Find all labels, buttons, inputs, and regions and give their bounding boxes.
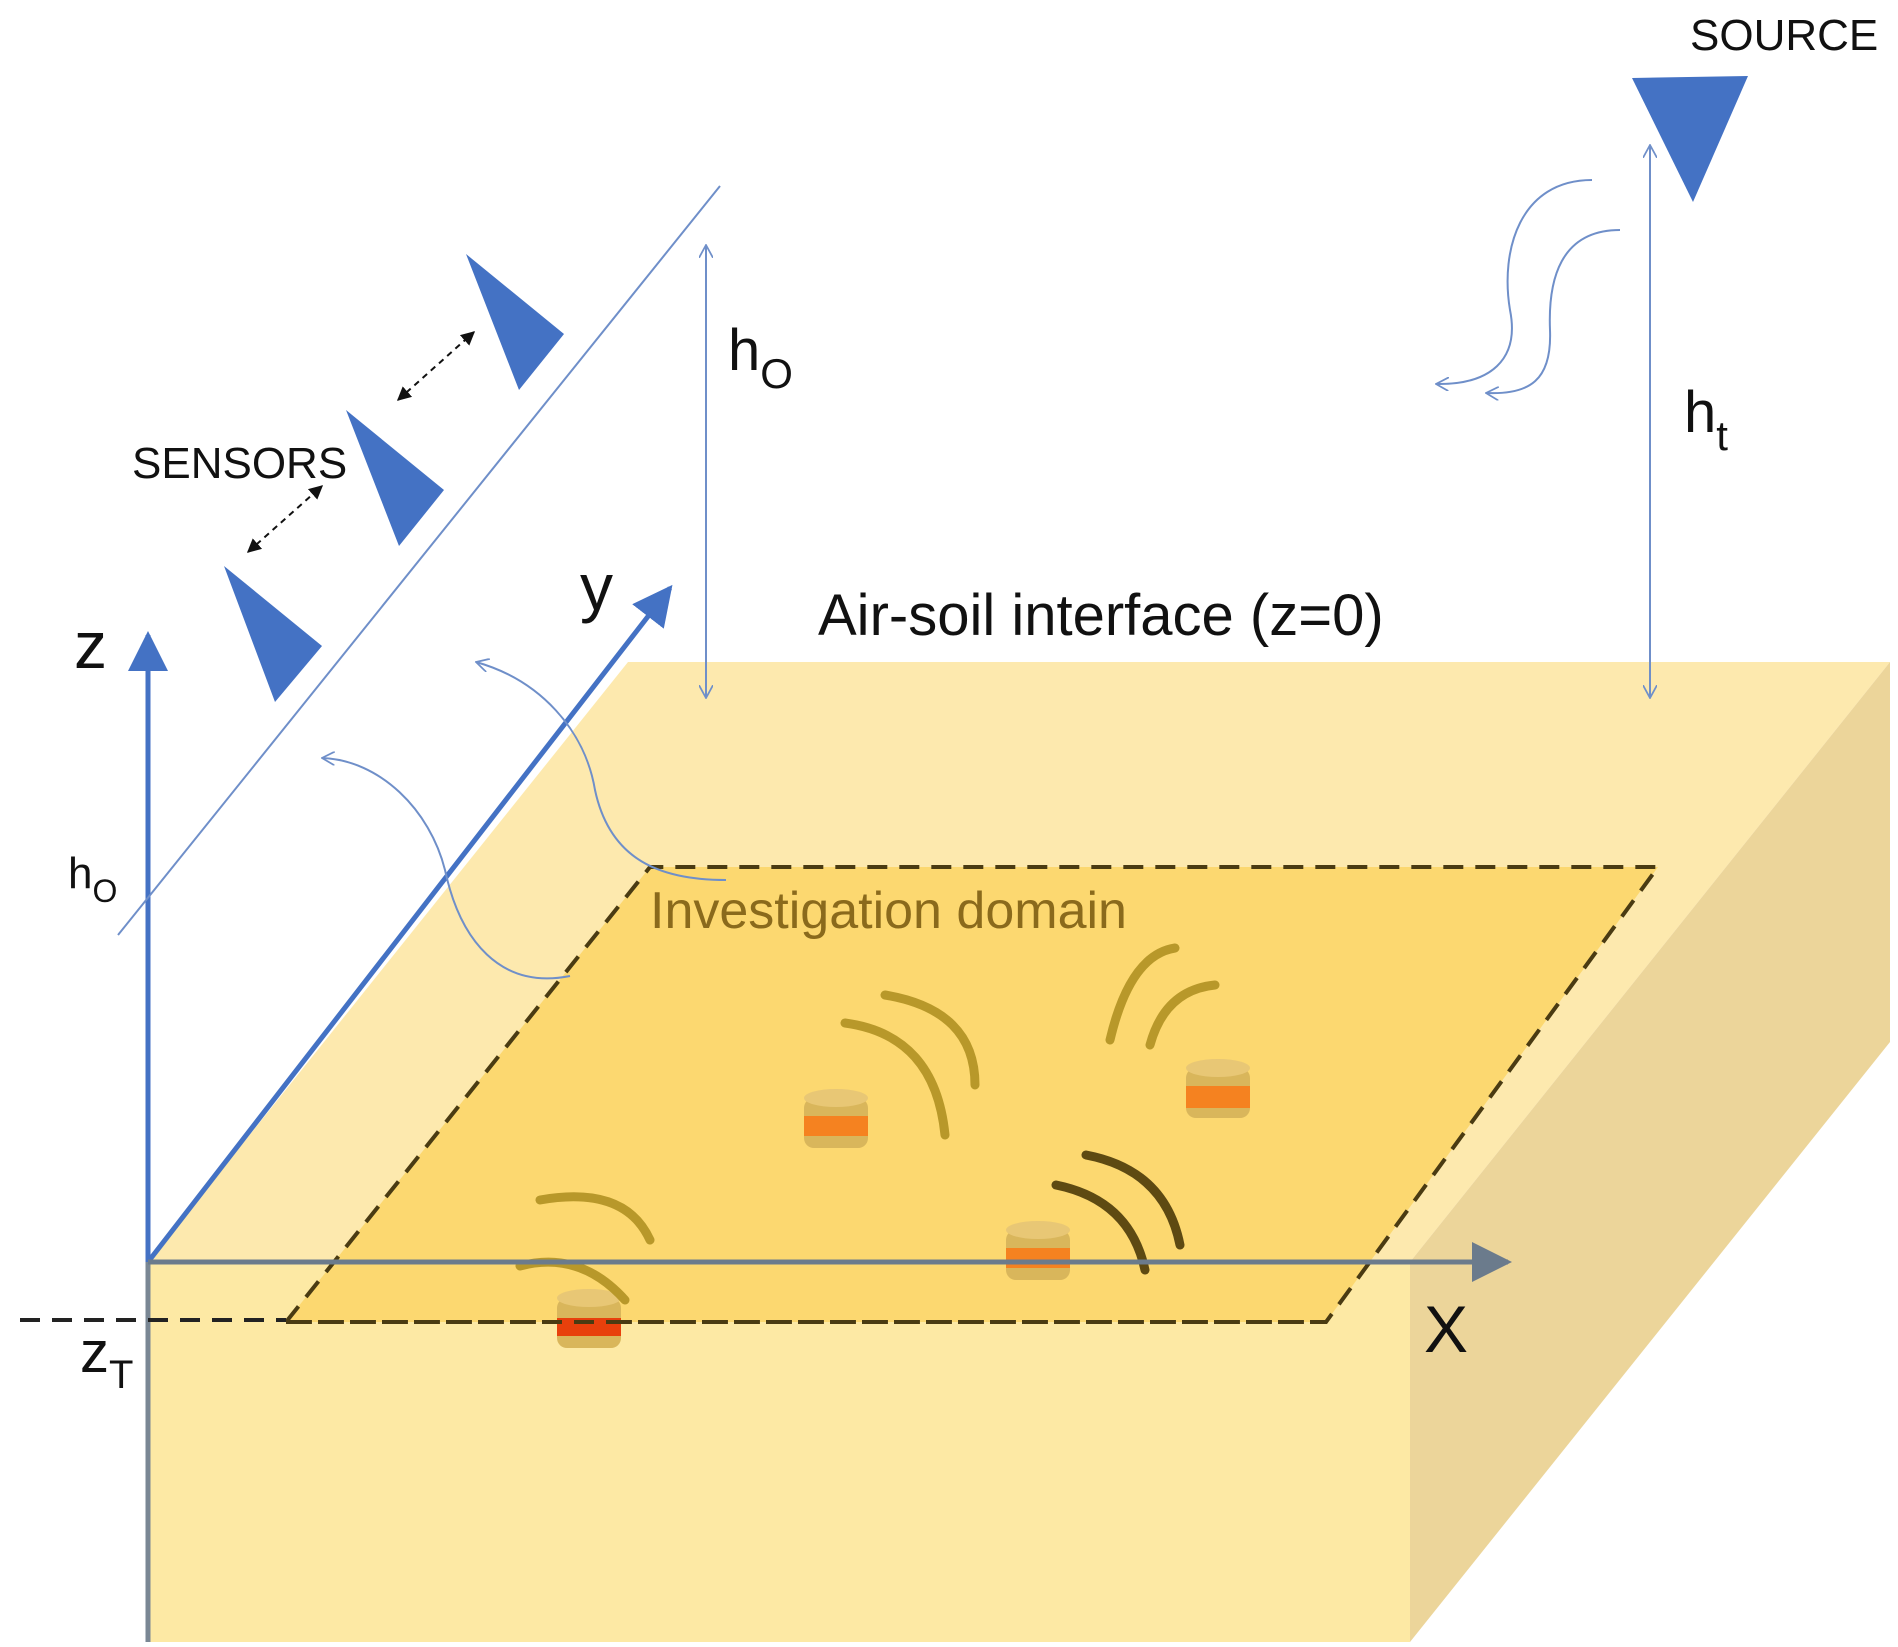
- h-t-label: ht: [1684, 380, 1728, 459]
- h-o-left-label: hO: [68, 849, 117, 909]
- coordinate-axes: [20, 584, 1512, 1642]
- scattered-wave-curve: [322, 758, 571, 980]
- target-left: [557, 1289, 621, 1348]
- spacing-arrow-icon: [246, 485, 324, 553]
- waves-center-target: [840, 990, 980, 1140]
- sensor-spacing: [246, 331, 476, 553]
- sensor-antennas: [224, 254, 564, 702]
- labels: SOURCE SENSORS hO ht Air-soil interface …: [68, 11, 1878, 1397]
- sensor-antenna-icon: [346, 410, 444, 546]
- waves-right-target: [1105, 943, 1220, 1050]
- target-center: [804, 1089, 868, 1148]
- target-right: [1186, 1059, 1250, 1118]
- incident-wave-curve: [1436, 179, 1593, 384]
- z-t-label: zT: [80, 1320, 133, 1397]
- sensor-antenna-icon: [466, 254, 564, 390]
- target-bottom-right: [1006, 1221, 1070, 1280]
- soil-side-face: [1410, 662, 1890, 1642]
- sensor-rail: [117, 185, 721, 936]
- y-axis-label: y: [580, 550, 613, 624]
- scattered-waves: [515, 943, 1220, 1305]
- waves-bottom-right-target: [1051, 1150, 1185, 1275]
- domain-label: Investigation domain: [650, 882, 1127, 940]
- x-axis-label: X: [1424, 1292, 1468, 1366]
- domain-border: [281, 865, 1662, 1324]
- sensor-antenna-icon: [224, 566, 322, 702]
- sensors-label: SENSORS: [132, 439, 347, 488]
- z-axis-label: z: [74, 608, 107, 682]
- source-label: SOURCE: [1690, 11, 1878, 60]
- soil-front-face: [148, 1262, 1410, 1642]
- scattered-wave-curve: [476, 662, 727, 881]
- field-curves: [322, 179, 1621, 980]
- interface-label: Air-soil interface (z=0): [818, 583, 1384, 648]
- incident-wave-curve: [1486, 229, 1621, 393]
- y-axis: [146, 584, 673, 1264]
- source-antenna-icon: [1632, 76, 1748, 202]
- height-indicators: [706, 145, 1650, 698]
- spacing-arrow-icon: [396, 331, 476, 401]
- h-o-top-label: hO: [728, 318, 793, 397]
